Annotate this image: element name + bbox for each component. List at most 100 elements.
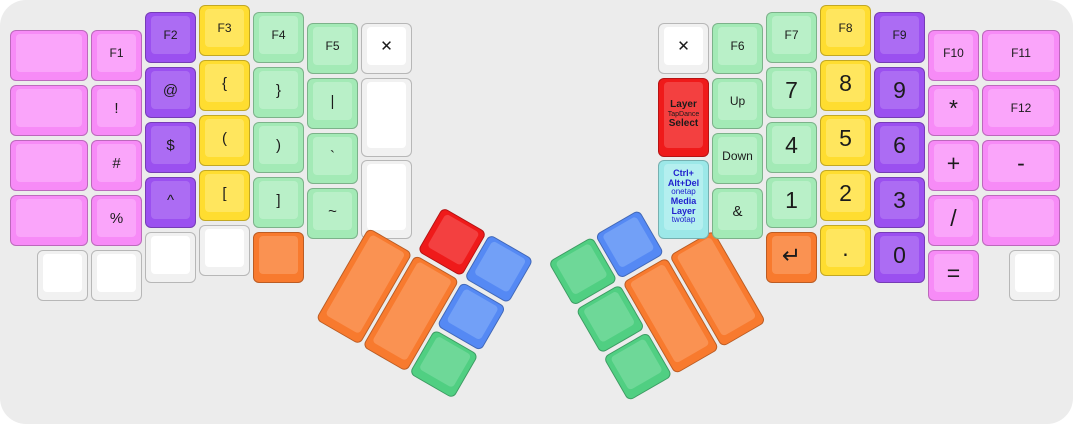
key-label: F1	[109, 46, 124, 60]
key-blank[interactable]	[145, 232, 196, 283]
key-label: [	[222, 184, 227, 202]
key-backtick[interactable]: `	[307, 133, 358, 184]
key-blank[interactable]	[10, 30, 88, 81]
keycap-face	[16, 199, 82, 237]
key-f10[interactable]: F10	[928, 30, 979, 81]
key-at[interactable]: @	[145, 67, 196, 118]
key-label: |	[330, 92, 335, 110]
key-lbracket[interactable]: [	[199, 170, 250, 221]
key-9[interactable]: 9	[874, 67, 925, 118]
key-label: 1	[785, 186, 798, 213]
key-blank[interactable]	[253, 232, 304, 283]
keycap-face: @	[151, 71, 190, 109]
key-f7[interactable]: F7	[766, 12, 817, 63]
key-f3[interactable]: F3	[199, 5, 250, 56]
key-label: F4	[271, 28, 286, 42]
key-blank[interactable]	[982, 195, 1060, 246]
key-f2[interactable]: F2	[145, 12, 196, 63]
key-period[interactable]: .	[820, 225, 871, 276]
keycap-face	[16, 89, 82, 127]
key-label: #	[112, 154, 121, 172]
key-8[interactable]: 8	[820, 60, 871, 111]
key-label-line: Alt+Del	[667, 177, 700, 188]
key-close-x[interactable]: ✕	[361, 23, 412, 74]
key-label: ✕	[380, 38, 393, 55]
key-label: F2	[163, 28, 178, 42]
key-blank[interactable]	[10, 140, 88, 191]
key-f5[interactable]: F5	[307, 23, 358, 74]
key-blank[interactable]	[361, 78, 412, 157]
key-label: &	[732, 202, 743, 220]
key-label: $	[166, 136, 175, 154]
key-f8[interactable]: F8	[820, 5, 871, 56]
key-blank[interactable]	[361, 160, 412, 239]
key-enter[interactable]: ↵	[766, 232, 817, 283]
key-6[interactable]: 6	[874, 122, 925, 173]
key-asterisk[interactable]: *	[928, 85, 979, 136]
keycap-face	[367, 82, 406, 148]
keycap-face: F2	[151, 16, 190, 54]
key-f6[interactable]: F6	[712, 23, 763, 74]
key-1[interactable]: 1	[766, 177, 817, 228]
key-rbracket[interactable]: ]	[253, 177, 304, 228]
key-f11[interactable]: F11	[982, 30, 1060, 81]
key-7[interactable]: 7	[766, 67, 817, 118]
key-hash[interactable]: #	[91, 140, 142, 191]
key-tilde[interactable]: ~	[307, 188, 358, 239]
keycap-face: ✕	[664, 27, 703, 65]
key-3[interactable]: 3	[874, 177, 925, 228]
key-percent[interactable]: %	[91, 195, 142, 246]
key-caret[interactable]: ^	[145, 177, 196, 228]
key-label: F9	[892, 28, 907, 42]
key-lbrace[interactable]: {	[199, 60, 250, 111]
keycap-face: Up	[718, 82, 757, 120]
keycap-face: /	[934, 199, 973, 237]
key-plus[interactable]: +	[928, 140, 979, 191]
key-label-line: Select	[668, 117, 699, 129]
key-f4[interactable]: F4	[253, 12, 304, 63]
key-label: ~	[328, 202, 337, 220]
key-blank[interactable]	[10, 85, 88, 136]
key-up[interactable]: Up	[712, 78, 763, 129]
key-0[interactable]: 0	[874, 232, 925, 283]
key-dollar[interactable]: $	[145, 122, 196, 173]
keycap-face: (	[205, 119, 244, 157]
key-blank[interactable]	[91, 250, 142, 301]
key-equals[interactable]: =	[928, 250, 979, 301]
key-rparen[interactable]: )	[253, 122, 304, 173]
key-lparen[interactable]: (	[199, 115, 250, 166]
key-label-line: twotap	[671, 215, 696, 225]
key-f12[interactable]: F12	[982, 85, 1060, 136]
keycap-face: 3	[880, 181, 919, 219]
key-5[interactable]: 5	[820, 115, 871, 166]
key-blank[interactable]	[199, 225, 250, 276]
key-close-x[interactable]: ✕	[658, 23, 709, 74]
key-f9[interactable]: F9	[874, 12, 925, 63]
keycap-face: `	[313, 137, 352, 175]
keycap-face: 2	[826, 174, 865, 212]
key-label: ]	[276, 191, 281, 209]
key-blank[interactable]	[1009, 250, 1060, 301]
key-2[interactable]: 2	[820, 170, 871, 221]
key-ampersand[interactable]: &	[712, 188, 763, 239]
key-blank[interactable]	[37, 250, 88, 301]
key-minus[interactable]: -	[982, 140, 1060, 191]
key-blank[interactable]	[10, 195, 88, 246]
key-rbrace[interactable]: }	[253, 67, 304, 118]
keycap-face: -	[988, 144, 1054, 182]
key-label: }	[275, 81, 281, 99]
keycap-face	[151, 236, 190, 274]
keycap-face: ✕	[367, 27, 406, 65]
key-pipe[interactable]: |	[307, 78, 358, 129]
key-4[interactable]: 4	[766, 122, 817, 173]
key-label-line: Layer	[670, 99, 697, 111]
keycap-face: 4	[772, 126, 811, 164]
key-slash[interactable]: /	[928, 195, 979, 246]
key-f1[interactable]: F1	[91, 30, 142, 81]
key-exclamation[interactable]: !	[91, 85, 142, 136]
key-down[interactable]: Down	[712, 133, 763, 184]
key-label: F8	[838, 21, 853, 35]
